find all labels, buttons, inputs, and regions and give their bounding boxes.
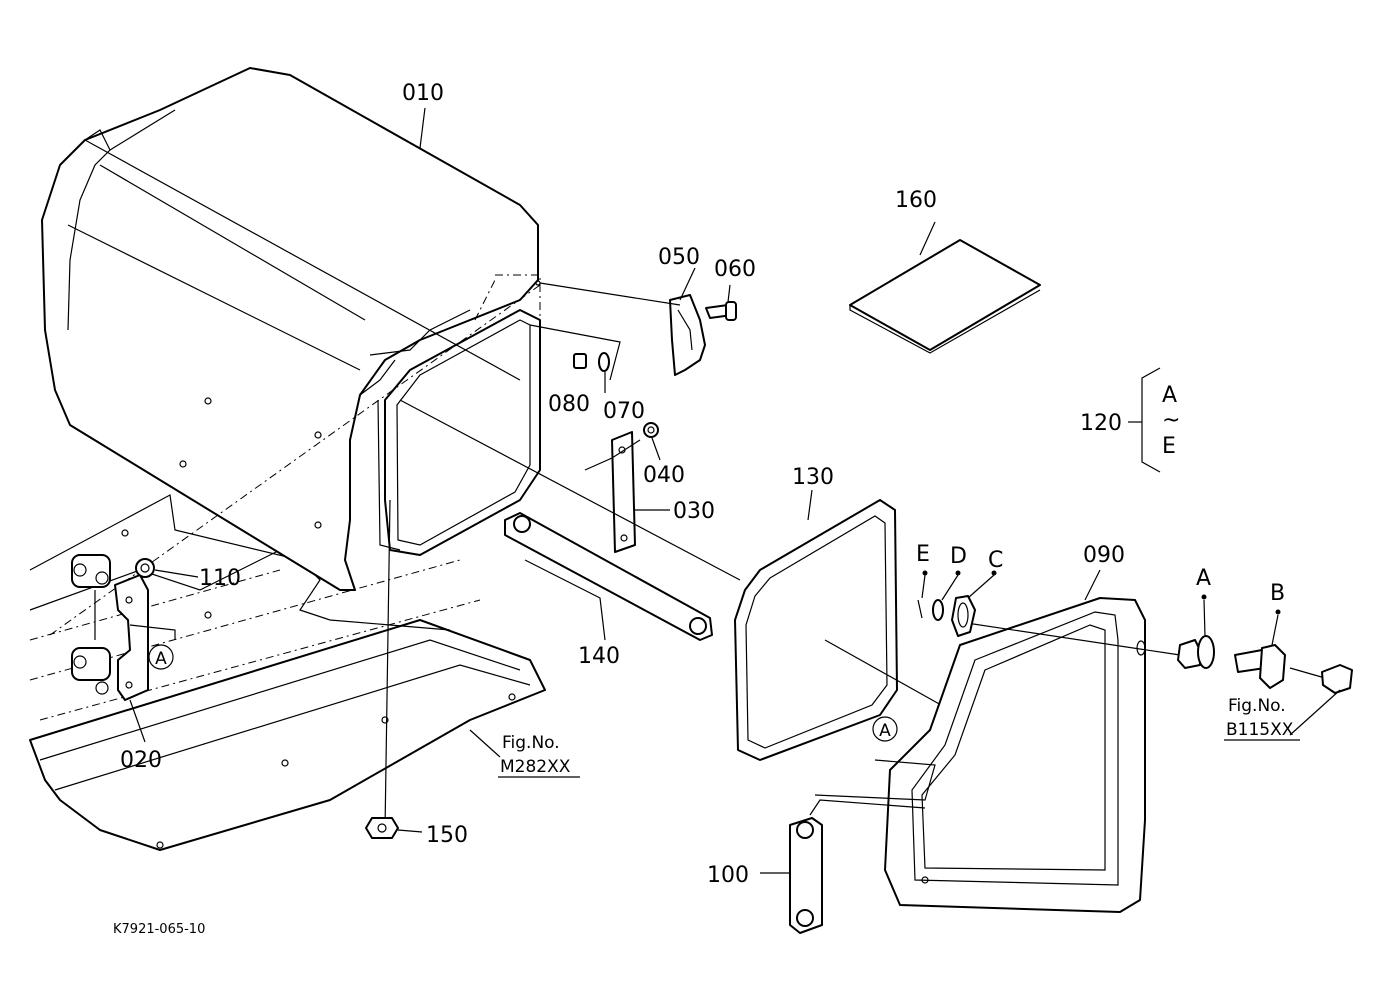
key-icon [1289, 664, 1353, 694]
cover-010 [41, 67, 541, 636]
nut-150 [365, 817, 399, 839]
label-part-b: B [1270, 581, 1285, 606]
leader-lines [129, 107, 1341, 874]
diagram-code: K7921-065-10 [113, 922, 205, 937]
circle-marker-a-right: A [872, 716, 898, 742]
label-140: 140 [578, 644, 620, 669]
label-range-start-a: A [1162, 383, 1177, 408]
fig-ref-b115xx: Fig.No. B115XX [1224, 696, 1300, 741]
label-090: 090 [1083, 543, 1125, 568]
floor-panel [29, 494, 546, 851]
lock-part-c [951, 595, 976, 637]
label-080: 080 [548, 392, 590, 417]
label-150: 150 [426, 823, 468, 848]
label-100: 100 [707, 863, 749, 888]
circle-marker-a-left: A [148, 644, 174, 670]
label-range-tilde: ~ [1162, 408, 1180, 433]
lock-part-b [1234, 644, 1286, 689]
label-part-a: A [1196, 566, 1211, 591]
label-070: 070 [603, 399, 645, 424]
key-set-bracket [1128, 367, 1161, 473]
label-030: 030 [673, 499, 715, 524]
circle-marker-a-left-label: A [155, 649, 167, 669]
label-050: 050 [658, 245, 700, 270]
label-040: 040 [643, 463, 685, 488]
lock-part-d [932, 599, 944, 621]
plate-030 [584, 431, 641, 553]
bolt-060 [705, 301, 737, 321]
circle-marker-a-right-label: A [879, 721, 891, 741]
bracket-100 [789, 799, 926, 934]
leader-070-080 [529, 324, 621, 381]
hinge-020 [71, 554, 176, 701]
fig-ref-m282xx-label: Fig.No. [502, 733, 560, 753]
cover-opening-frame [377, 309, 541, 556]
label-060: 060 [714, 257, 756, 282]
door-090 [814, 597, 1181, 913]
fig-ref-m282xx: Fig.No. M282XX [498, 733, 580, 778]
fig-ref-b115xx-code: B115XX [1226, 720, 1294, 740]
nut-080 [573, 353, 587, 369]
bolt-110 [135, 558, 155, 578]
label-020: 020 [120, 748, 162, 773]
gasket-130 [734, 499, 951, 761]
bar-140 [384, 399, 741, 831]
washer-070 [598, 352, 610, 372]
label-010: 010 [402, 81, 444, 106]
fig-ref-m282xx-code: M282XX [500, 757, 571, 777]
label-part-d: D [950, 544, 967, 569]
latch-050 [539, 282, 706, 376]
lock-part-e [917, 599, 923, 619]
label-130: 130 [792, 465, 834, 490]
fig-ref-b115xx-label: Fig.No. [1228, 696, 1286, 716]
lock-part-a [1177, 635, 1215, 669]
nut-040 [643, 422, 659, 438]
label-range-end-e: E [1162, 434, 1176, 459]
label-120: 120 [1080, 411, 1122, 436]
manual-160 [849, 239, 1041, 354]
label-part-c: C [988, 548, 1003, 573]
label-160: 160 [895, 188, 937, 213]
label-part-e: E [916, 542, 930, 567]
label-110: 110 [199, 566, 241, 591]
